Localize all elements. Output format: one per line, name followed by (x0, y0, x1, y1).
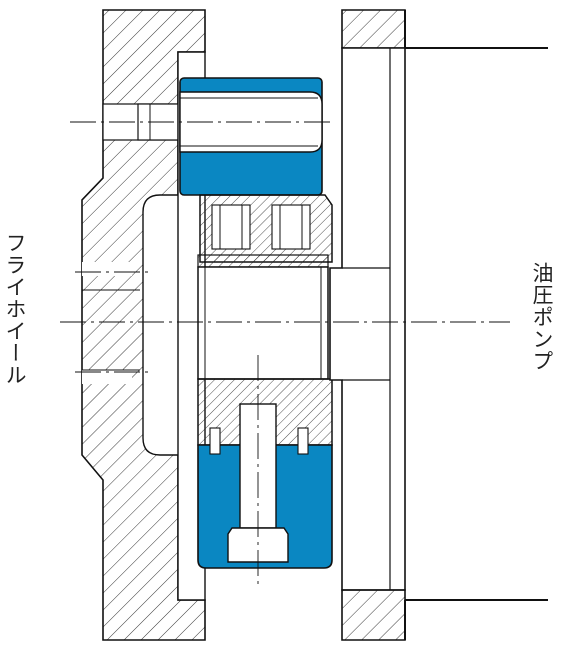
pump-housing (329, 9, 548, 641)
oil-pump-label: 油圧ポンプ (530, 262, 554, 372)
center-lines (60, 121, 510, 585)
upper-rubber-element (179, 77, 323, 196)
flywheel-label: フライホイール (3, 232, 27, 386)
